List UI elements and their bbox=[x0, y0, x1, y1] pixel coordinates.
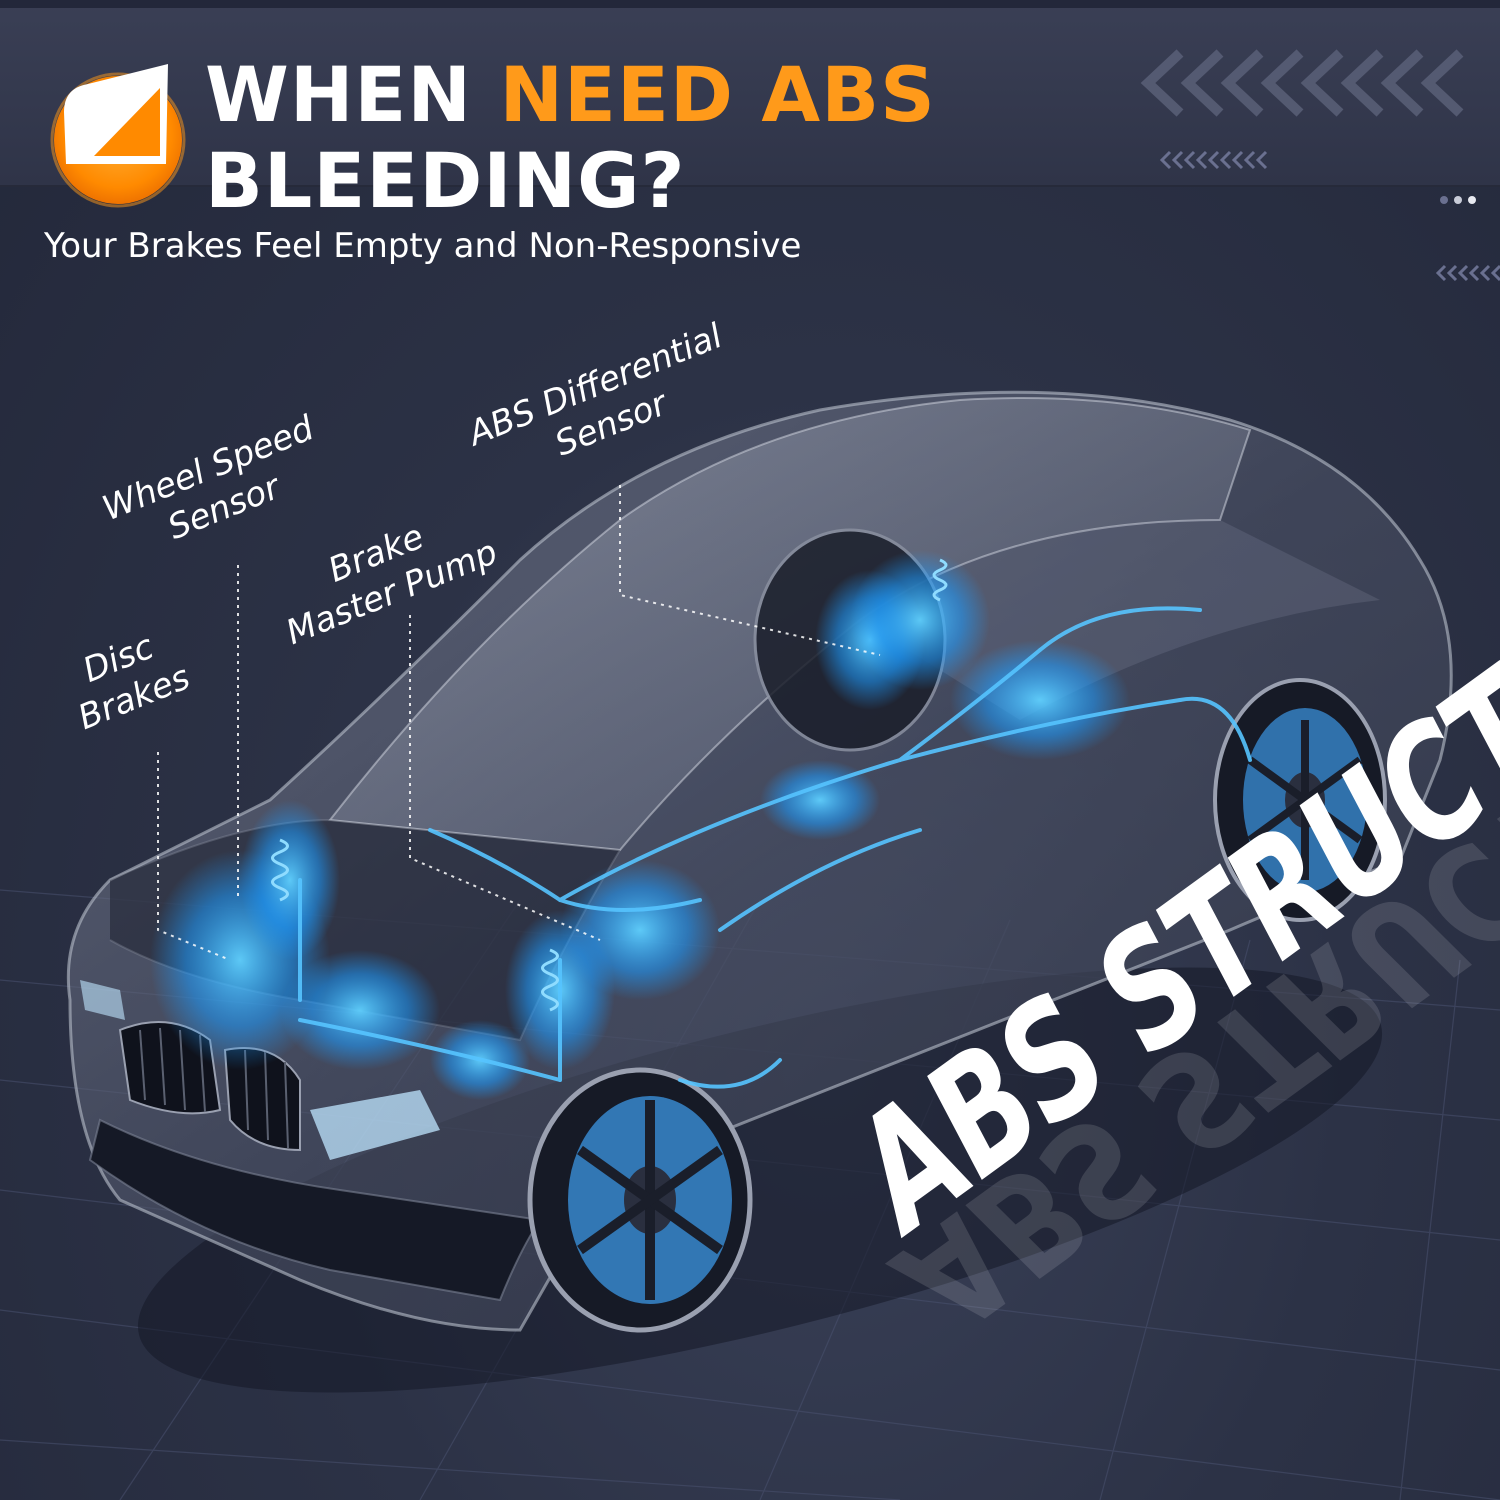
chevron-left-icon bbox=[1140, 49, 1464, 117]
rear-right-wheel bbox=[1213, 678, 1387, 922]
subtitle: Your Brakes Feel Empty and Non-Responsiv… bbox=[44, 226, 802, 266]
chevron-left-icon bbox=[1160, 150, 1268, 170]
callout-leaders bbox=[157, 485, 881, 961]
title-part1: WHEN bbox=[205, 50, 472, 139]
dots-decoration bbox=[1440, 196, 1476, 204]
page-title: WHEN NEED ABS BLEEDING? bbox=[205, 52, 936, 224]
chevron-left-icon bbox=[1436, 264, 1500, 282]
title-line2: BLEEDING? bbox=[205, 136, 686, 225]
front-right-wheel bbox=[527, 1067, 753, 1333]
suspension-springs bbox=[271, 558, 948, 1012]
brake-lines bbox=[298, 606, 1252, 1089]
title-highlight: NEED ABS bbox=[499, 50, 936, 139]
brand-logo-icon bbox=[42, 60, 190, 208]
